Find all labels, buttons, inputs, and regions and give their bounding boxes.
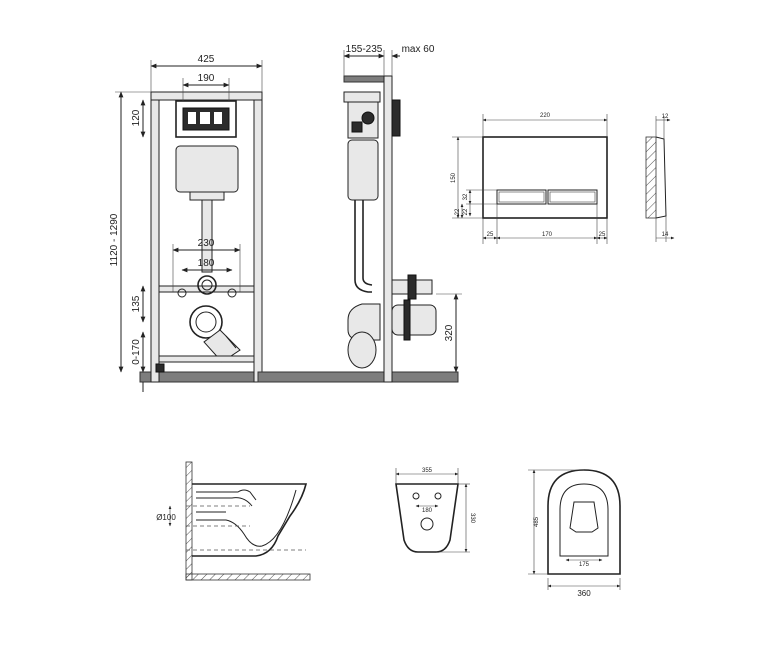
side-flush-pipe [354,200,372,293]
dim-toilet-top-width: 360 [577,589,591,598]
bolt-hole-right [434,492,442,500]
toilet-side-view: Ø100 [156,461,311,581]
toilet-back-view: 355 180 330 [395,468,475,553]
dim-plate-bottom-thickness: 14 [662,232,669,238]
dim-inset-left: 25 [487,232,494,238]
plate-wall-hatch [645,136,657,219]
cistern [175,145,239,193]
side-view: 155-235 max 60 320 [257,44,462,383]
plate-profile [655,136,667,219]
frame-right-post [253,91,263,383]
dim-cistern-height: 120 [131,109,142,126]
toilet-bowl-profile [192,483,308,557]
toilet-top-outline [547,469,621,575]
dim-plate-height: 150 [451,172,457,183]
toilet-side-floor [185,573,311,581]
dim-pipe-diameter: Ø100 [156,513,176,522]
flush-button-left [496,189,547,205]
dim-button-h2: 22 [463,208,469,215]
drain-hole [420,517,434,531]
front-view: 425 190 120 1120 - 1290 230 180 135 0-17… [109,54,459,392]
dim-toilet-length: 485 [534,516,540,527]
dim-button-row-width: 170 [542,232,553,238]
plate-side-view: 12 14 [645,114,675,242]
dim-outlet-height: 320 [444,324,455,341]
dim-bolt-height: 135 [131,295,142,312]
dim-plate-width: 220 [540,113,551,119]
toilet-top-view: 485 175 360 [528,469,621,598]
toilet-side-wall [185,461,193,581]
side-cistern [347,139,379,201]
dim-inset-right: 25 [599,232,606,238]
inlet-ring [197,275,217,295]
dim-button-width: 190 [198,73,215,84]
dim-frame-width: 425 [198,54,215,65]
side-floor [257,371,459,383]
flush-plate-view: 220 150 32 22 22 25 170 25 [451,113,608,244]
dim-max-depth: max 60 [402,44,435,55]
dim-bolt-spacing: 180 [198,258,215,269]
dim-depth: 155-235 [346,44,383,55]
frame-top-bar [150,91,263,101]
outlet-ring [189,305,223,339]
dim-foot-adjust: 0-170 [131,339,142,365]
dim-toilet-depth: 330 [469,513,475,524]
dim-rod-spacing: 230 [198,238,215,249]
dim-plate-top-thickness: 12 [662,114,669,120]
frame-left-post [150,91,160,383]
dim-button-h1: 32 [463,193,469,200]
bolt-right [227,288,237,298]
dim-margin: 22 [455,208,461,215]
flush-opening [175,100,237,138]
side-wall [383,75,393,383]
flush-button-right [547,189,598,205]
flush-plate [482,136,608,219]
toilet-seat-opening [559,483,609,557]
bolt-left [177,288,187,298]
dim-hole-spacing: 180 [422,508,433,514]
dim-toilet-width: 355 [422,468,433,474]
bolt-hole-left [412,492,420,500]
dim-seat-width: 175 [579,562,590,568]
dim-total-height: 1120 - 1290 [109,213,120,266]
